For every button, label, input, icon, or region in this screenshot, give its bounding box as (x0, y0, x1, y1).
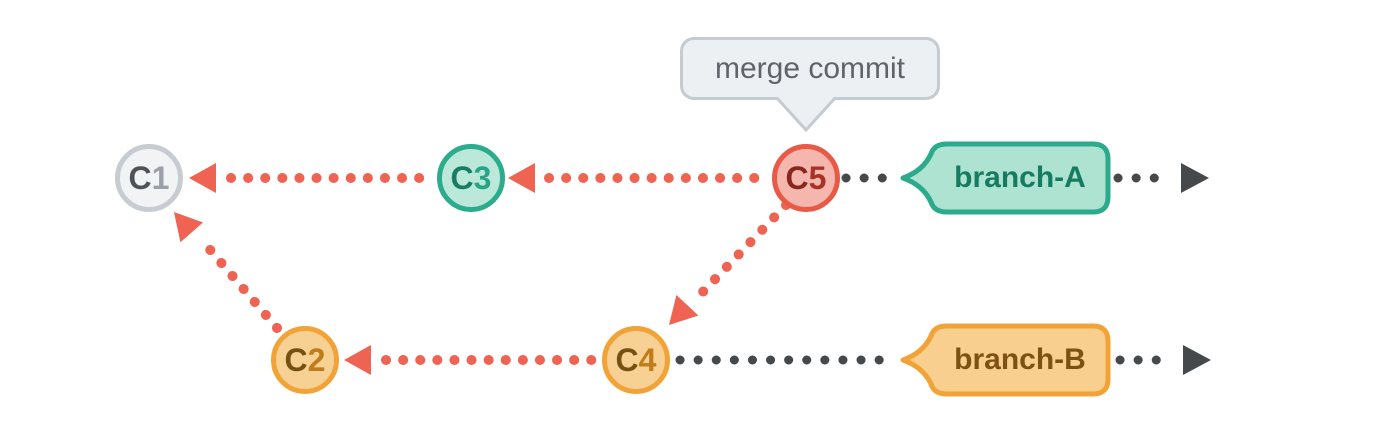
commit-c1-prefix: C (128, 160, 152, 196)
commit-c2-prefix: C (284, 342, 308, 378)
branch-b-label: branch-B (954, 343, 1086, 376)
edge-c3-c1-arrowhead-icon (189, 163, 216, 193)
branch-b-badge: branch-B (900, 322, 1112, 398)
branch-a-badge: branch-A (900, 140, 1112, 216)
edge-c4-c2-arrowhead-icon (344, 345, 371, 375)
commit-c5-prefix: C (785, 160, 809, 196)
edge-c5-c4-dots (692, 200, 791, 303)
commit-c2-digit: 2 (307, 342, 326, 378)
merge-commit-tooltip: merge commit (680, 37, 940, 100)
commit-c4-prefix: C (615, 342, 639, 378)
commit-c1-digit: 1 (151, 160, 170, 196)
branch-a-label: branch-A (954, 161, 1086, 194)
edge-c5-c4-arrowhead-icon (669, 295, 699, 325)
tooltip-tail-icon (774, 97, 838, 133)
edge-c2-c1-arrowhead-icon (174, 212, 204, 243)
commit-c5-digit: 5 (808, 160, 827, 196)
commit-c4-digit: 4 (638, 342, 657, 378)
commit-c3-digit: 3 (473, 160, 492, 196)
edge-c2-c1-dots (201, 240, 282, 333)
branch-a-tag-shape-icon (900, 141, 1111, 215)
branch-b-tag-shape-icon (900, 323, 1111, 397)
edge-c5-c3-arrowhead-icon (508, 163, 535, 193)
timeline-b-arrowhead-icon (1183, 345, 1211, 375)
tooltip-text: merge commit (714, 51, 906, 85)
commit-c3-prefix: C (450, 160, 474, 196)
timeline-a-arrowhead-icon (1181, 163, 1209, 193)
